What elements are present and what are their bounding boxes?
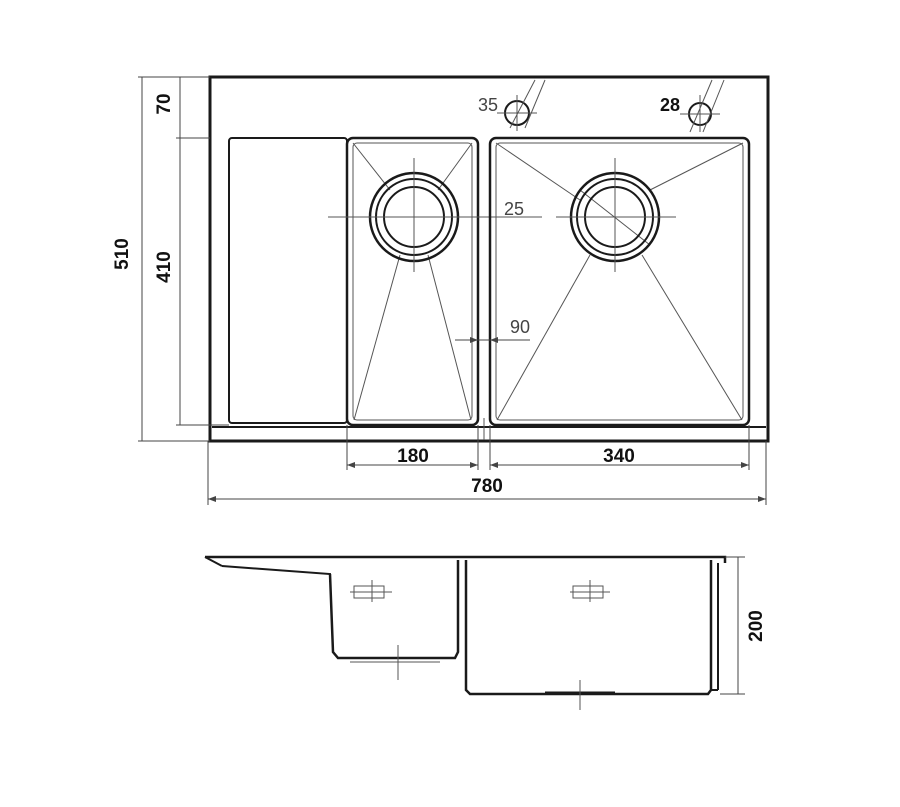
label-200: 200 bbox=[746, 610, 767, 642]
label-28: 28 bbox=[660, 95, 680, 115]
side-view bbox=[204, 555, 745, 710]
sink-outline bbox=[208, 75, 770, 443]
label-340: 340 bbox=[603, 446, 635, 467]
label-70: 70 bbox=[154, 93, 175, 114]
label-90: 90 bbox=[510, 317, 530, 337]
label-35: 35 bbox=[478, 95, 498, 115]
drainboard bbox=[228, 137, 348, 424]
label-510: 510 bbox=[112, 238, 133, 270]
small-bowl bbox=[328, 136, 542, 427]
label-25: 25 bbox=[504, 199, 524, 219]
label-180: 180 bbox=[397, 446, 429, 467]
large-bowl bbox=[488, 136, 751, 427]
label-410: 410 bbox=[154, 251, 175, 283]
faucet-hole-35 bbox=[497, 79, 546, 131]
top-view bbox=[208, 75, 770, 443]
label-780: 780 bbox=[471, 476, 503, 497]
dimension-lines bbox=[138, 76, 767, 505]
faucet-hole-28 bbox=[680, 79, 725, 133]
